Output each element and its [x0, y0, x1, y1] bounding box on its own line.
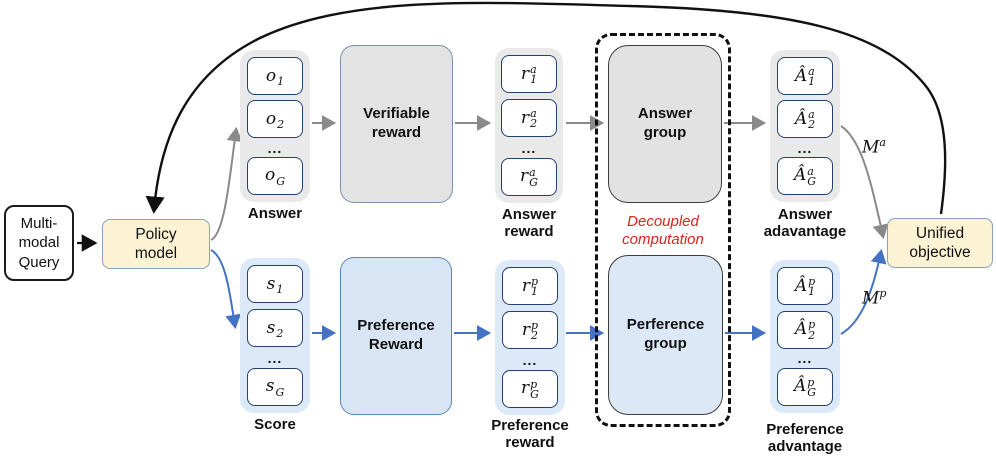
m-p-label: Mp	[862, 287, 887, 309]
policy-to-score-arrow	[210, 249, 242, 330]
verifiable-reward-line: Verifiable	[363, 105, 430, 123]
answer-stack-label: Answer	[247, 205, 303, 222]
decoupled-note: Decoupled computation	[622, 213, 704, 248]
ellipsis: ...	[267, 139, 283, 156]
preference-reward-line: Preference	[357, 317, 435, 335]
preference-reward-line: Reward	[368, 336, 424, 353]
policy-line: model	[134, 245, 178, 262]
policy-line: Policy	[135, 225, 177, 243]
ellipsis: ...	[522, 351, 538, 368]
preference-group-line: Perference	[626, 316, 705, 334]
ellipsis: ...	[267, 349, 283, 366]
unified-line: Unified	[915, 224, 965, 242]
unified-line: objective	[909, 244, 971, 261]
unified-objective-box: Unified objective	[887, 218, 993, 268]
preference-reward-label: Preference reward	[491, 417, 569, 452]
query-line: Query	[18, 253, 60, 271]
verifiable-reward-box: Verifiable reward	[340, 45, 453, 203]
verifiable-reward-line: reward	[371, 124, 422, 141]
score-stack-label: Score	[254, 416, 296, 433]
answer-group-box: Answer group	[608, 45, 722, 203]
answer-group-line: group	[643, 124, 687, 141]
multimodal-query-box: Multi- modal Query	[4, 205, 74, 281]
ellipsis: ...	[521, 139, 537, 156]
preference-advantage-label: Preference advantage	[766, 421, 844, 456]
ellipsis: ...	[797, 139, 813, 156]
preference-group-box: Perference group	[608, 255, 723, 415]
policy-model-box: Policy model	[102, 219, 210, 269]
m-a-label: Ma	[862, 136, 886, 158]
answer-reward-label: Answer reward	[501, 206, 557, 241]
query-line: Multi-	[20, 214, 58, 232]
preference-group-line: group	[644, 335, 687, 352]
ellipsis: ...	[797, 350, 813, 367]
answer-group-line: Answer	[637, 105, 693, 123]
policy-to-answer-arrow	[210, 126, 243, 241]
preference-reward-box: Preference Reward	[340, 257, 452, 415]
answer-advantage-label: Answer adavantage	[763, 206, 847, 241]
query-line: modal	[18, 234, 60, 252]
